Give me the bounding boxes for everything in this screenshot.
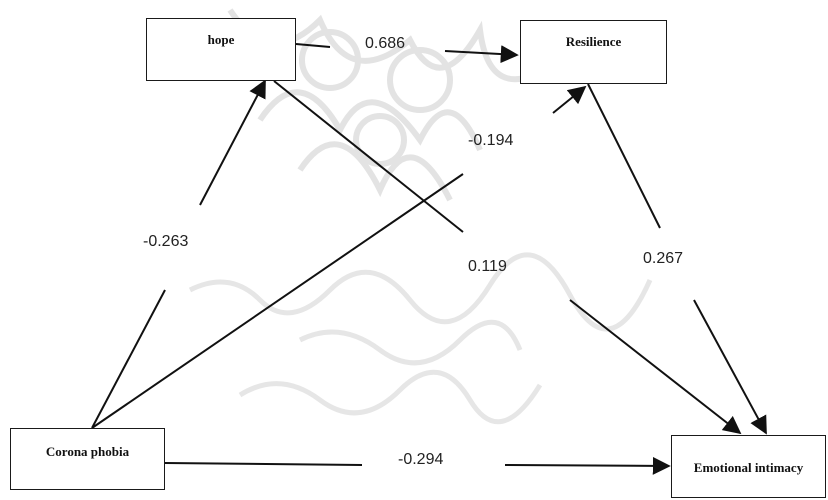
coef-corona-to-resilience: -0.194: [468, 132, 514, 149]
node-corona-phobia-label: Corona phobia: [45, 444, 130, 459]
arrow-corona-to-resilience-head: [552, 85, 587, 114]
coef-resilience-to-intimacy: 0.267: [643, 250, 684, 267]
node-hope: hope: [146, 18, 296, 81]
coef-hope-to-resilience: 0.686: [365, 35, 406, 52]
arrow-corona-to-hope-segment: [91, 289, 166, 429]
arrow-hope-to-intimacy-head: [569, 299, 742, 435]
arrow-resilience-to-intimacy-head: [693, 299, 767, 435]
arrow-hope-to-resilience-segment: [295, 43, 331, 48]
node-emotional-intimacy-label: Emotional intimacy: [693, 460, 804, 476]
arrow-hope-to-resilience: [444, 45, 519, 64]
arrow-corona-to-resilience: [91, 173, 464, 429]
coef-corona-to-intimacy: -0.294: [398, 451, 444, 468]
watermark-ornament-icon: [227, 8, 562, 202]
arrow-corona-to-intimacy: [164, 462, 363, 466]
arrow-corona-to-hope: [199, 79, 266, 206]
node-corona-phobia: Corona phobia: [10, 428, 165, 490]
node-emotional-intimacy: Emotional intimacy: [671, 435, 826, 498]
arrow-resilience-to-intimacy: [587, 83, 661, 229]
node-hope-label: hope: [207, 32, 235, 47]
arrow-corona-to-intimacy-head: [504, 456, 671, 475]
node-resilience-label: Resilience: [565, 34, 622, 49]
coef-corona-to-hope: -0.263: [143, 233, 189, 250]
node-resilience: Resilience: [520, 20, 667, 84]
coef-hope-to-intimacy: 0.119: [468, 258, 507, 275]
arrow-hope-to-intimacy: [273, 80, 464, 233]
